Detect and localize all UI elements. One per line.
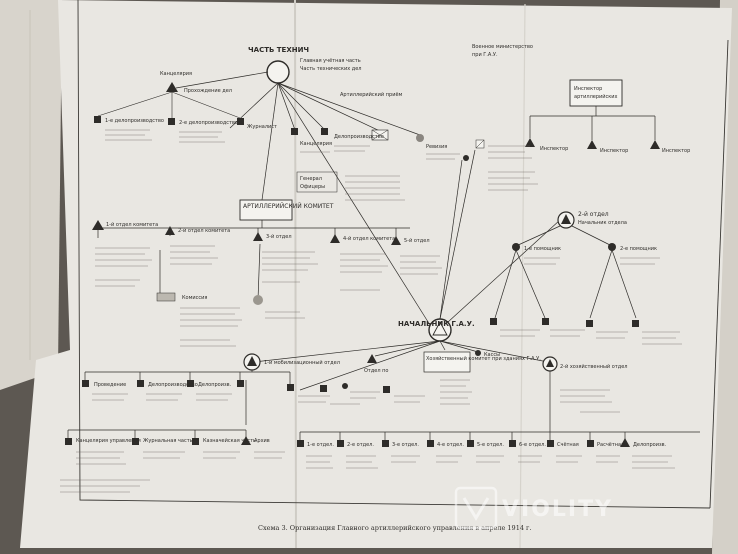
svg-text:2-й отдел комитета: 2-й отдел комитета bbox=[178, 227, 230, 234]
watermark-text: VIOLITY bbox=[502, 497, 613, 522]
svg-text:Кассы: Кассы bbox=[484, 352, 500, 358]
svg-text:Военное министерство: Военное министерство bbox=[472, 44, 533, 50]
housing-committee-label: Хозяйственный комитет при зданиях Г.А.У. bbox=[426, 355, 541, 362]
svg-text:Делопроизв.: Делопроизв. bbox=[198, 382, 232, 388]
svg-text:Канцелярия: Канцелярия bbox=[160, 71, 192, 77]
inspector-label: Инспектор bbox=[574, 86, 602, 92]
housing-committee-node: Хозяйственный комитет при зданиях Г.А.У.… bbox=[364, 350, 541, 374]
svg-text:Отдел по: Отдел по bbox=[364, 368, 389, 374]
dept-4-com-label: 4-й отдел комитета bbox=[343, 235, 395, 242]
svg-text:1-е отдел.: 1-е отдел. bbox=[307, 442, 334, 448]
svg-text:6-е отдел.: 6-е отдел. bbox=[519, 442, 546, 448]
chancellery-subtree: Канцелярия Прохождение дел 1-е делопроиз… bbox=[94, 71, 277, 143]
svg-text:4-е отдел.: 4-е отдел. bbox=[437, 442, 464, 448]
dept-2-node: 2-й отдел Начальник отдела 1-е помощник … bbox=[490, 211, 682, 345]
svg-text:Проведение: Проведение bbox=[94, 382, 126, 388]
committee-node: АРТИЛЛЕРИЙСКИЙ КОМИТЕТ bbox=[239, 199, 334, 221]
svg-text:3-й отдел: 3-й отдел bbox=[266, 233, 292, 240]
left-book-page bbox=[0, 0, 62, 390]
svg-text:2-е отдел.: 2-е отдел. bbox=[347, 442, 374, 448]
svg-text:при Г.А.У.: при Г.А.У. bbox=[472, 52, 498, 58]
svg-text:Счётная: Счётная bbox=[557, 442, 579, 448]
svg-text:1-е делопроизводство: 1-е делопроизводство bbox=[105, 118, 164, 124]
svg-text:Артиллерийский приём: Артиллерийский приём bbox=[340, 91, 403, 98]
supply-units-row: 1-е отдел. 2-е отдел. 3-е отдел. 4-е отд… bbox=[297, 389, 675, 469]
svg-text:Начальник отдела: Начальник отдела bbox=[578, 220, 627, 226]
staff-table: Генерал Офицеры bbox=[296, 171, 405, 201]
svg-text:2-е делопроизводство: 2-е делопроизводство bbox=[179, 120, 238, 126]
svg-text:3-е отдел.: 3-е отдел. bbox=[392, 442, 419, 448]
watermark: VIOLITY bbox=[454, 486, 613, 530]
mob-department-node: 1-й мобилизационный отдел bbox=[243, 353, 340, 371]
diagram-caption: Схема 3. Организация Главного артиллерий… bbox=[258, 524, 532, 532]
fold-crease bbox=[294, 0, 297, 549]
svg-text:Журналист: Журналист bbox=[247, 124, 277, 130]
chief-label: НАЧАЛЬНИК Г.А.У. bbox=[398, 320, 475, 328]
chief-node: НАЧАЛЬНИК Г.А.У. bbox=[398, 318, 475, 342]
chancellery-label: Канцелярия управления bbox=[76, 438, 141, 444]
middle-lower-cluster bbox=[320, 379, 472, 405]
svg-text:Главная учётная часть: Главная учётная часть bbox=[300, 58, 361, 64]
svg-text:Расчётная: Расчётная bbox=[597, 442, 624, 448]
mob-units-row-2: Канцелярия управления Журнальная часть К… bbox=[60, 436, 285, 493]
committee-departments: 1-й отдел комитета 2-й отдел комитета 3-… bbox=[92, 220, 442, 291]
mob-department-label: 1-й мобилизационный отдел bbox=[264, 359, 340, 366]
svg-text:Казначейская часть: Казначейская часть bbox=[203, 437, 256, 444]
svg-text:Делопроизв.: Делопроизв. bbox=[633, 442, 667, 448]
svg-text:Инспектор: Инспектор bbox=[540, 146, 568, 152]
svg-text:Часть технических дел: Часть технических дел bbox=[300, 66, 361, 72]
svg-text:Генерал: Генерал bbox=[300, 176, 322, 182]
foldout-sheet bbox=[20, 0, 732, 548]
svg-text:Делопроизводство: Делопроизводство bbox=[334, 134, 384, 140]
journal-part-label: Журнальная часть bbox=[143, 438, 193, 444]
inspector-node: Инспектор артиллерийских Военное министе… bbox=[472, 44, 690, 154]
supply-department-label: 2-й хозяйственный отдел bbox=[560, 363, 627, 370]
svg-text:1-е помощник: 1-е помощник bbox=[524, 246, 561, 252]
mob-units-row-1: Проведение Делопроизводство Делопроизв. bbox=[82, 380, 330, 403]
top-node-label: ЧАСТЬ ТЕХНИЧ bbox=[248, 46, 309, 54]
svg-text:5-й отдел: 5-й отдел bbox=[404, 237, 430, 244]
dept-1-com-label: 1-й отдел комитета bbox=[106, 221, 158, 228]
svg-text:5-е отдел.: 5-е отдел. bbox=[477, 442, 504, 448]
svg-text:Прохождение дел: Прохождение дел bbox=[184, 88, 232, 94]
svg-text:Делопроизводство: Делопроизводство bbox=[148, 382, 198, 388]
svg-text:Архив: Архив bbox=[254, 438, 270, 444]
commission-node: Комиссия bbox=[156, 292, 305, 347]
svg-text:Офицеры: Офицеры bbox=[300, 184, 325, 190]
svg-text:Канцелярия: Канцелярия bbox=[300, 141, 332, 147]
committee-label: АРТИЛЛЕРИЙСКИЙ КОМИТЕТ bbox=[243, 203, 334, 210]
frame-border bbox=[77, 0, 711, 509]
commission-label: Комиссия bbox=[182, 295, 207, 301]
svg-text:Инспектор: Инспектор bbox=[662, 148, 690, 154]
top-right-units: Главная учётная часть Часть технических … bbox=[291, 58, 460, 160]
right-checkbox-list bbox=[463, 139, 538, 191]
svg-text:Ревизия: Ревизия bbox=[426, 144, 447, 150]
svg-text:2-е помощник: 2-е помощник bbox=[620, 246, 657, 252]
svg-text:артиллерийских: артиллерийских bbox=[574, 93, 618, 100]
dept-2-label: 2-й отдел bbox=[578, 211, 609, 218]
svg-text:Инспектор: Инспектор bbox=[600, 148, 628, 154]
